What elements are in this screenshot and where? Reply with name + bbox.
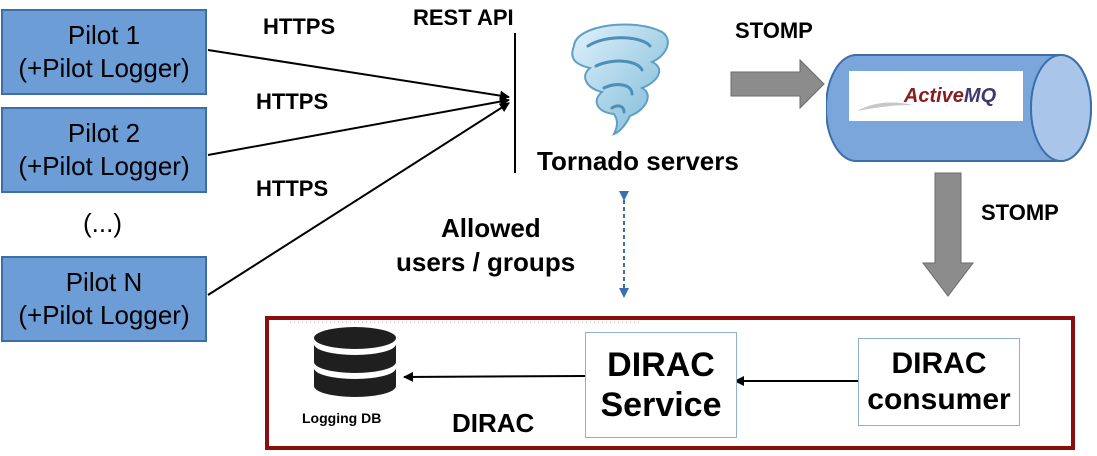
stomp-arrow-down [921,172,975,297]
pilot-2-logger: (+Pilot Logger) [18,151,190,181]
https-label-2: HTTPS [256,89,329,114]
tornado-servers-label: Tornado servers [537,146,739,176]
stomp-label-right: STOMP [981,200,1059,225]
pilot-1-box: Pilot 1 (+Pilot Logger) [1,9,207,95]
stomp-label-top: STOMP [735,18,813,43]
pilot-1-logger: (+Pilot Logger) [18,53,190,83]
allowed-label-line2: users / groups [396,247,576,277]
feather-icon [857,102,913,111]
service-to-db-arrow [403,371,586,382]
stomp-arrow-right [730,58,825,110]
pilot-ellipsis: (...) [83,208,122,238]
pilot-n-logger: (+Pilot Logger) [18,300,190,330]
allowed-label-line1: Allowed [441,213,541,243]
https-arrow-2 [207,96,510,156]
dirac-consumer-line1: DIRAC [891,347,987,380]
https-arrow-1 [207,49,510,101]
activemq-suffix: MQ [963,84,997,107]
dirac-service-line2: Service [600,386,722,424]
https-label-3: HTTPS [256,176,329,201]
database-icon [314,327,396,397]
activemq-prefix: Active [903,84,964,107]
pilot-1-name: Pilot 1 [67,20,141,50]
https-arrow-3 [207,102,510,296]
dirac-service-line1: DIRAC [607,346,715,384]
rest-api-label: REST API [413,5,514,30]
pilot-2-box: Pilot 2 (+Pilot Logger) [1,107,207,193]
pilot-n-name: Pilot N [65,267,143,297]
dirac-consumer-line2: consumer [867,383,1011,416]
logging-db-label: Logging DB [302,410,382,426]
https-label-1: HTTPS [263,14,336,39]
pilot-n-box: Pilot N (+Pilot Logger) [1,256,207,342]
pilot-2-name: Pilot 2 [67,118,141,148]
dirac-frame [265,316,1075,450]
dirac-protocol-label: DIRAC [452,408,535,438]
tornado-logo-icon [571,23,669,136]
dirac-service-box: DIRAC Service [585,332,737,438]
dirac-consumer-box: DIRAC consumer [858,338,1020,426]
